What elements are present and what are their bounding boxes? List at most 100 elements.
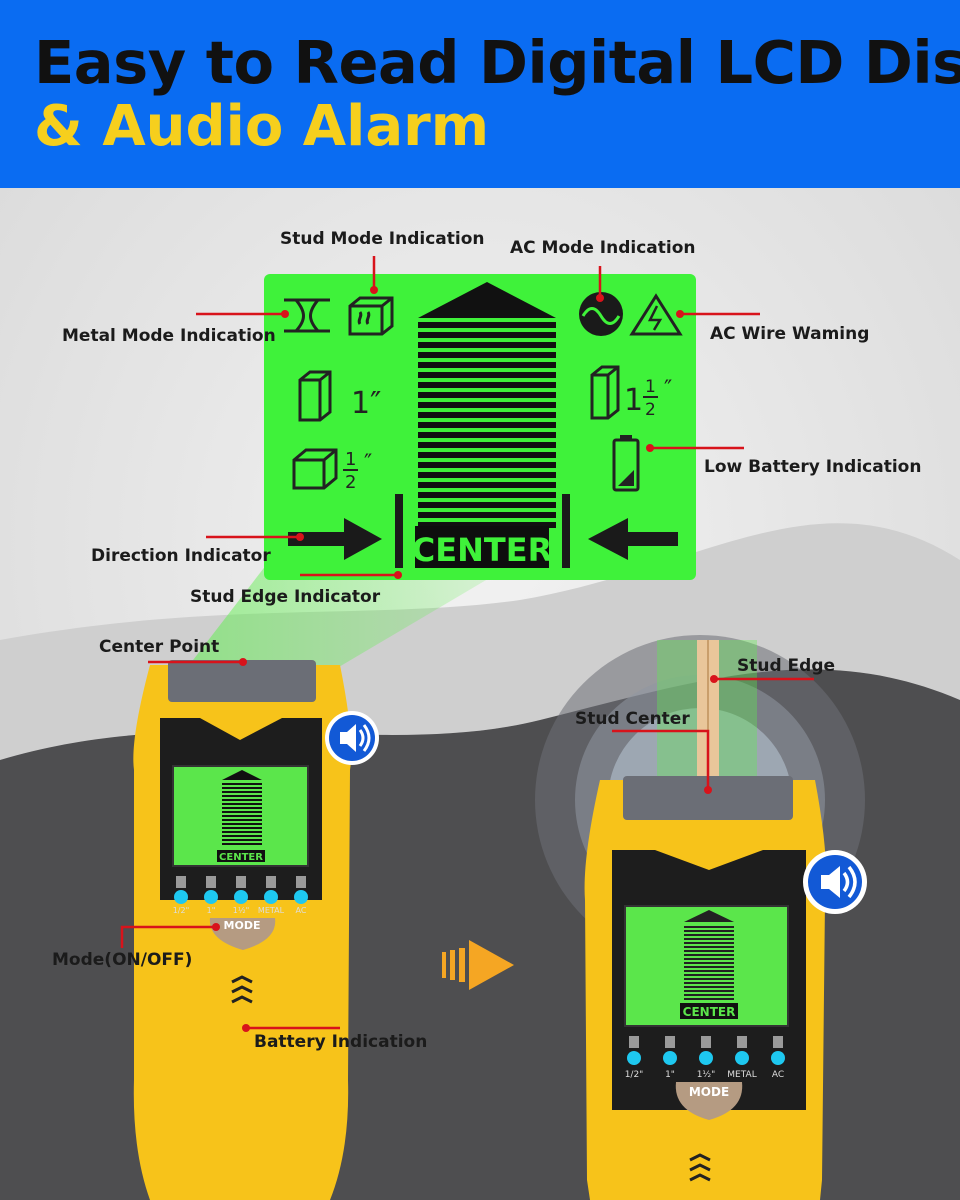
callout-direction: Direction Indicator — [91, 546, 271, 566]
callout-ac-wire: AC Wire Waming — [710, 324, 870, 344]
signal-bar — [418, 472, 556, 478]
lcd-one-half-num: 1 — [645, 377, 656, 397]
signal-bar — [684, 962, 734, 964]
signal-bar — [684, 970, 734, 972]
left-device-top-cap — [168, 660, 316, 702]
signal-bar — [222, 791, 262, 793]
signal-bar — [684, 998, 734, 1000]
lcd-half-num: 1 — [345, 449, 356, 470]
headline-line2: & Audio Alarm — [34, 94, 490, 159]
stud-edge-left-bar — [395, 494, 403, 568]
left-arrow-icon — [588, 518, 678, 560]
svg-text:MODE: MODE — [224, 919, 261, 932]
lcd-one-half-whole: 1 — [624, 383, 643, 418]
led-label: 1" — [665, 1070, 675, 1080]
signal-bar — [684, 938, 734, 940]
center-box — [415, 526, 549, 568]
callout-center-point: Center Point — [99, 637, 220, 657]
led-mode-icon — [665, 1036, 675, 1048]
signal-bar — [418, 502, 556, 508]
callout-battery-indication: Battery Indication — [254, 1032, 428, 1052]
led-mode-icon — [296, 876, 306, 888]
led-mode-icon — [629, 1036, 639, 1048]
signal-bar — [222, 799, 262, 801]
led-mode-icon — [773, 1036, 783, 1048]
signal-bar — [684, 942, 734, 944]
signal-bar — [418, 402, 556, 408]
signal-bar — [418, 362, 556, 368]
signal-bar — [684, 990, 734, 992]
mode-led — [294, 890, 308, 904]
stud-one-half-inch-icon — [590, 365, 620, 420]
headline-line1: Easy to Read Digital LCD Display — [34, 28, 960, 97]
stud-box-icon — [348, 296, 394, 336]
signal-bar — [418, 352, 556, 358]
signal-bar — [684, 966, 734, 968]
callout-metal-mode: Metal Mode Indication — [62, 326, 276, 346]
signal-bar — [684, 946, 734, 948]
display-light-beam — [170, 560, 520, 690]
mode-led — [699, 1051, 713, 1065]
signal-bar — [222, 803, 262, 805]
signal-bar — [418, 462, 556, 468]
mode-led — [234, 890, 248, 904]
header-banner: Easy to Read Digital LCD Display & Audio… — [0, 0, 960, 188]
signal-bar — [418, 322, 556, 328]
led-label: AC — [296, 906, 307, 915]
signal-bar — [222, 783, 262, 785]
signal-bar — [684, 950, 734, 952]
led-label: 1/2" — [625, 1070, 644, 1080]
signal-bar — [684, 986, 734, 988]
led-mode-icon — [176, 876, 186, 888]
led-label: METAL — [258, 906, 285, 915]
battery-icon — [612, 435, 640, 492]
signal-bar — [684, 978, 734, 980]
led-mode-icon — [206, 876, 216, 888]
led-label: 1" — [207, 906, 216, 915]
mode-led — [174, 890, 188, 904]
signal-bar — [418, 422, 556, 428]
signal-bar-graph — [418, 282, 556, 528]
signal-bar — [684, 954, 734, 956]
callout-ac-mode: AC Mode Indication — [510, 238, 696, 258]
left-mode-button[interactable] — [209, 918, 276, 950]
stud-one-inch-icon — [298, 370, 332, 422]
signal-bar — [684, 926, 734, 928]
svg-text:MODE: MODE — [689, 1085, 729, 1099]
vent-icon — [689, 1153, 711, 1182]
led-mode-icon — [737, 1036, 747, 1048]
signal-bar — [684, 982, 734, 984]
lcd-center-label: CENTER — [412, 531, 552, 569]
svg-text:CENTER: CENTER — [219, 852, 263, 863]
mode-led — [771, 1051, 785, 1065]
led-mode-icon — [701, 1036, 711, 1048]
signal-bar — [222, 807, 262, 809]
right-mode-button[interactable] — [675, 1082, 743, 1120]
signal-bar — [222, 795, 262, 797]
callout-stud-center: Stud Center — [575, 709, 690, 729]
mode-led — [627, 1051, 641, 1065]
signal-bar — [222, 827, 262, 829]
led-label: 1½" — [697, 1070, 716, 1080]
callout-low-battery: Low Battery Indication — [704, 457, 922, 477]
signal-bar — [418, 332, 556, 338]
led-label: AC — [772, 1070, 784, 1080]
signal-bar — [222, 819, 262, 821]
callout-stud-mode: Stud Mode Indication — [280, 229, 485, 249]
signal-bar — [684, 958, 734, 960]
signal-bar — [418, 432, 556, 438]
warning-icon — [629, 293, 683, 336]
mode-led — [735, 1051, 749, 1065]
lcd-half-den: 2 — [345, 472, 356, 493]
callout-mode-on-off: Mode(ON/OFF) — [52, 950, 193, 970]
signal-bar — [222, 823, 262, 825]
speaker-icon — [803, 850, 867, 914]
signal-bar — [418, 442, 556, 448]
ac-wave-icon — [579, 292, 623, 336]
signal-bar — [418, 492, 556, 498]
svg-text:″: ″ — [664, 377, 672, 402]
